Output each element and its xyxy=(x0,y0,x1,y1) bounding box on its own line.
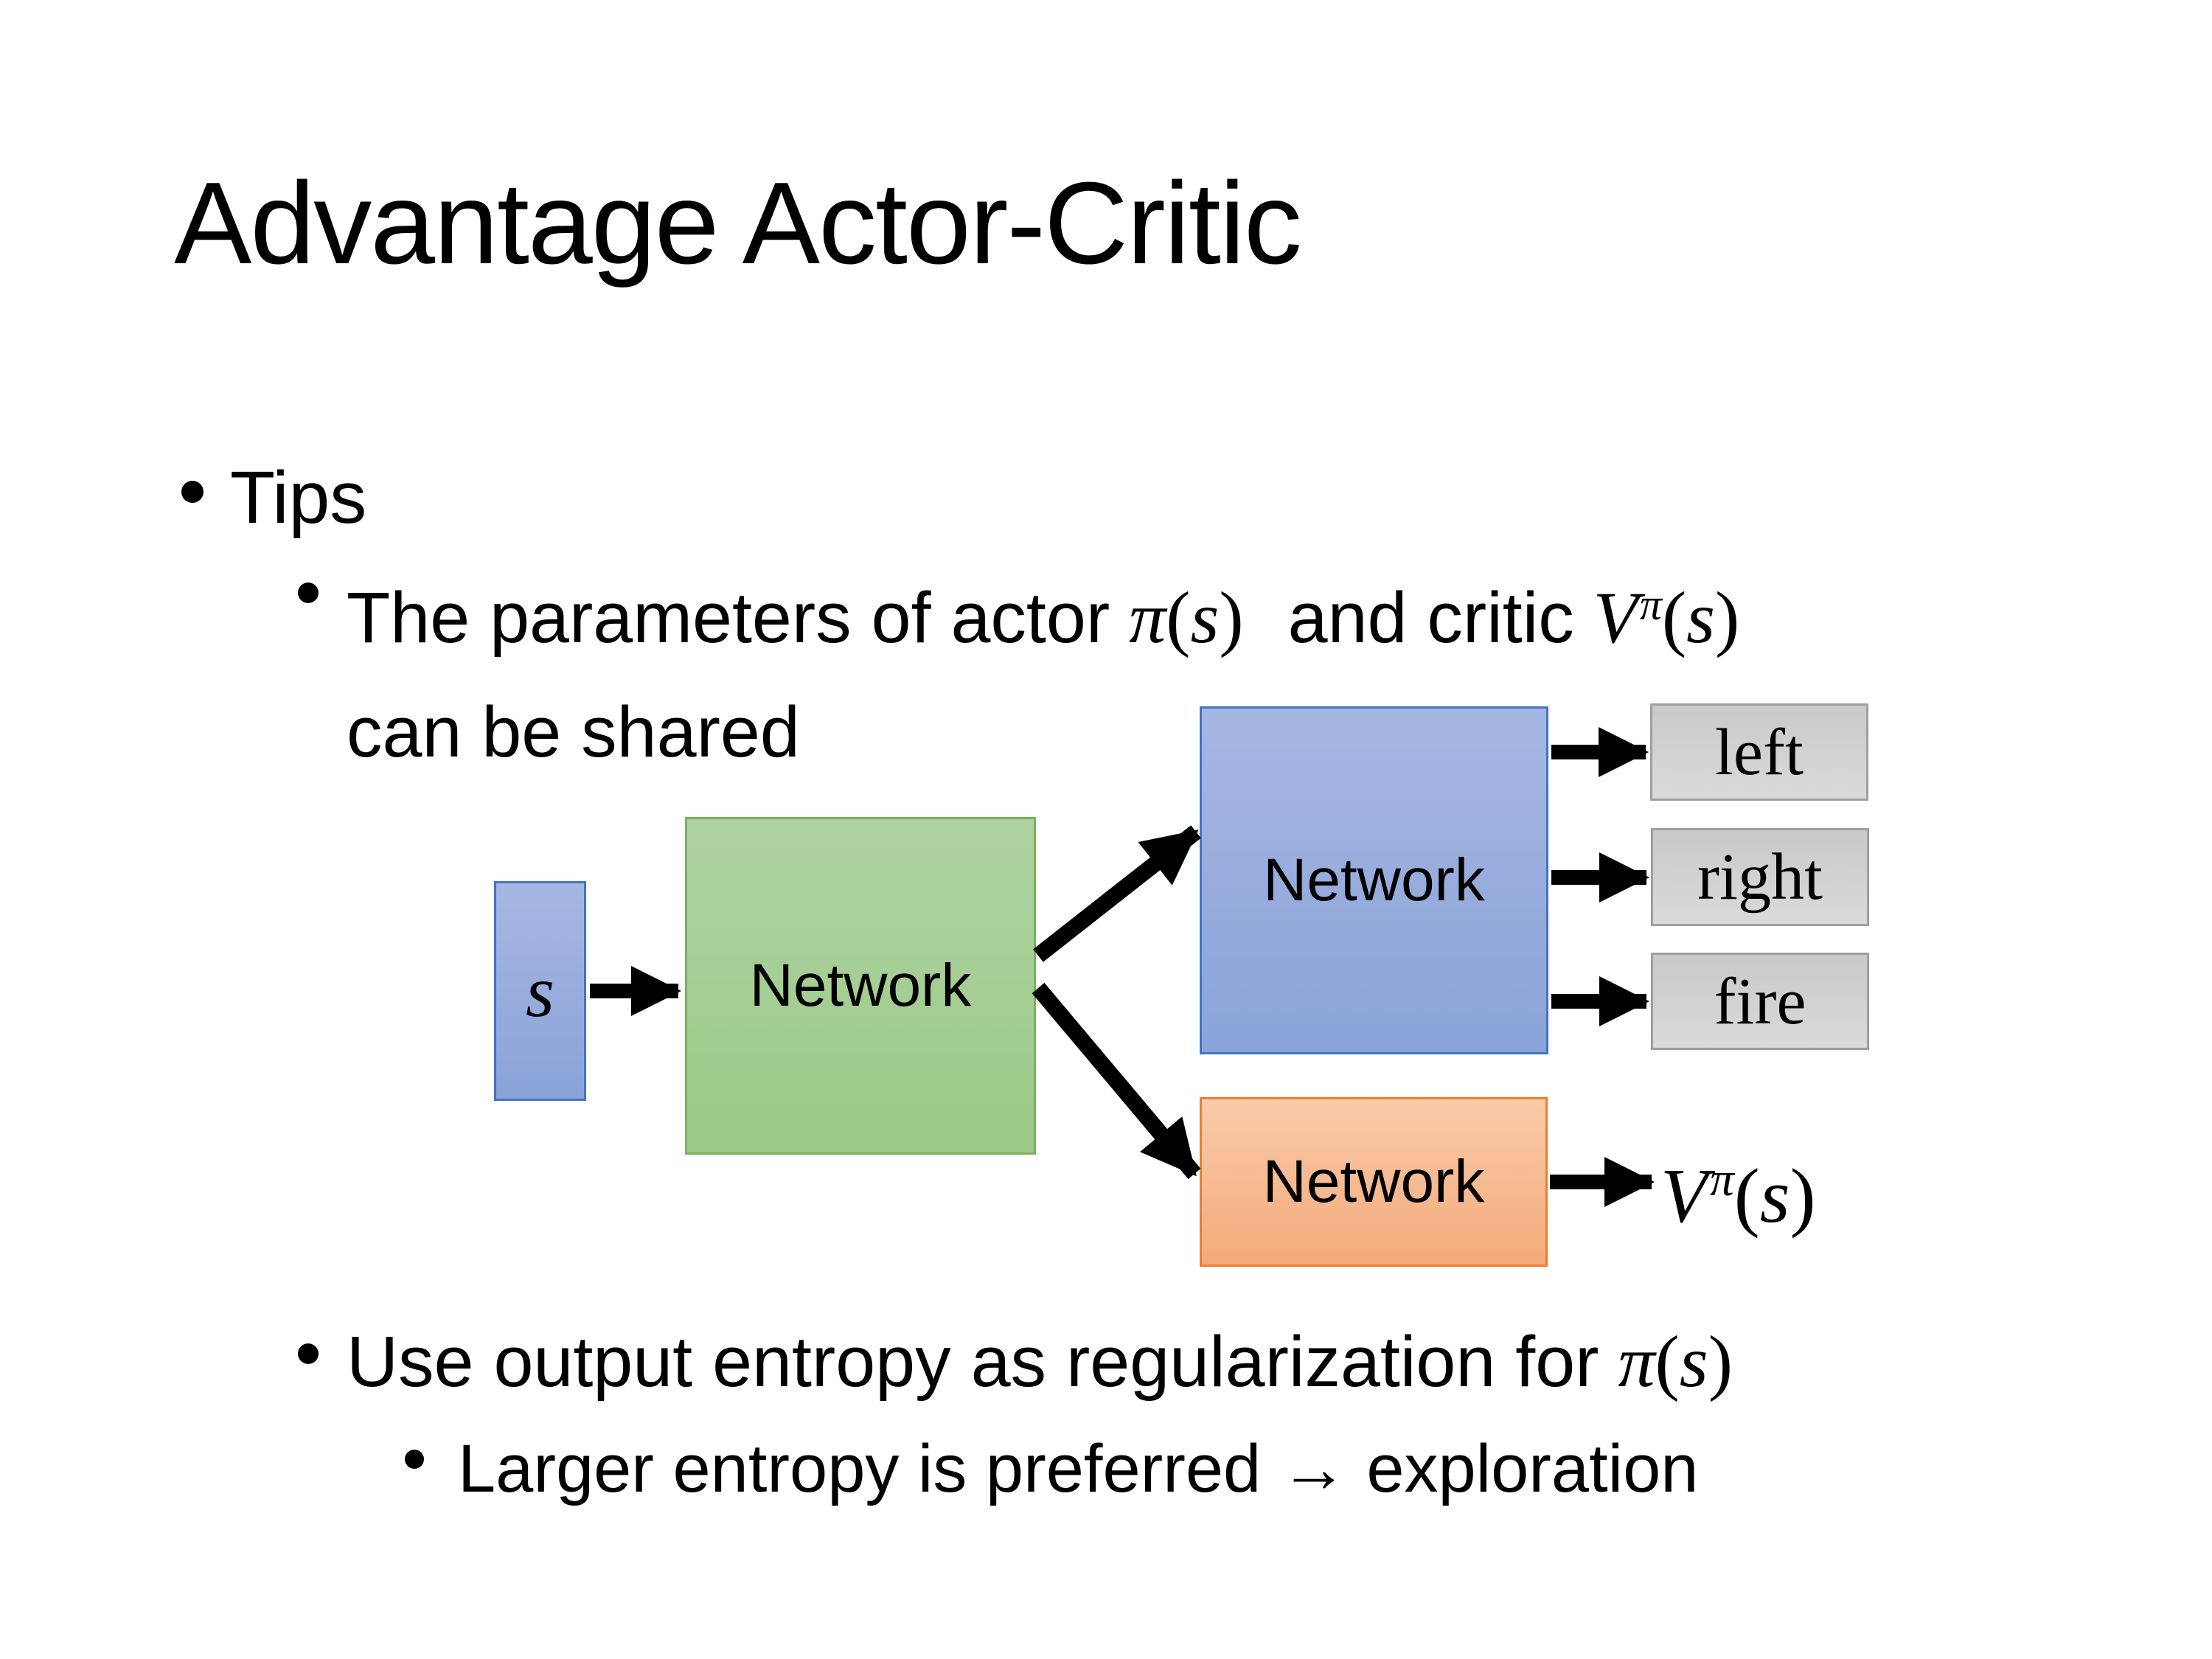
pi-symbol: π xyxy=(1129,577,1166,659)
bullet-icon xyxy=(298,1343,319,1364)
V-symbol: V xyxy=(1660,1152,1708,1239)
bullet-icon xyxy=(298,582,319,603)
page-title: Advantage Actor-Critic xyxy=(174,159,1302,288)
bullet-tips-label: Tips xyxy=(230,456,367,539)
paren-open: ( xyxy=(1655,1321,1680,1402)
paren-open: ( xyxy=(1661,577,1687,659)
s-symbol: s xyxy=(1759,1152,1790,1239)
action-box-right: right xyxy=(1651,828,1869,926)
shared-network-label: Network xyxy=(749,952,972,1019)
paren-close: ) xyxy=(1708,1321,1733,1402)
paren-close: ) xyxy=(1790,1152,1816,1239)
math-pi-of-s: π(s) xyxy=(1129,577,1244,658)
bullet-larger-entropy-label: Larger entropy is preferred → exploratio… xyxy=(458,1431,1699,1506)
bullet-parameters-line2: can be shared xyxy=(347,692,800,773)
action-box-fire: fire xyxy=(1651,953,1869,1050)
action-left-label: left xyxy=(1715,715,1804,789)
arrow-shared-to-actor-network xyxy=(1033,825,1201,962)
pi-superscript: π xyxy=(1640,580,1662,629)
pi-symbol: π xyxy=(1639,580,1662,629)
entropy-text-pre: Use output entropy as regularization for xyxy=(347,1321,1599,1402)
shared-network-box: Network xyxy=(685,817,1036,1155)
paren-open: ( xyxy=(1733,1152,1760,1239)
pi-superscript: π xyxy=(1710,1153,1734,1206)
actor-network-label: Network xyxy=(1263,846,1485,914)
bullet-entropy-text: Use output entropy as regularization for… xyxy=(293,1307,1733,1417)
bullet-tips: Tips xyxy=(177,442,366,553)
arrow-shared-to-critic-network xyxy=(1032,982,1201,1180)
paren-close: ) xyxy=(1715,577,1740,659)
bullet-larger-entropy: Larger entropy is preferred → exploratio… xyxy=(400,1416,1698,1523)
bullet-icon xyxy=(405,1450,424,1469)
value-output-label: Vπ(s) xyxy=(1660,1110,1816,1266)
critic-network-box: Network xyxy=(1200,1097,1548,1267)
action-fire-label: fire xyxy=(1714,964,1806,1038)
bullet-entropy: Use output entropy as regularization for… xyxy=(293,1307,1733,1417)
critic-network-label: Network xyxy=(1262,1148,1485,1215)
s-symbol: s xyxy=(1190,577,1220,659)
math-pi-of-s: π(s) xyxy=(1618,1321,1733,1402)
s-symbol: s xyxy=(1686,577,1716,659)
action-box-left: left xyxy=(1650,703,1868,801)
bullet-icon xyxy=(181,481,204,503)
action-right-label: right xyxy=(1697,841,1823,914)
pi-symbol: π xyxy=(1618,1321,1655,1402)
paren-open: ( xyxy=(1166,577,1191,659)
parameters-text-mid: and critic xyxy=(1287,577,1574,658)
state-box: s xyxy=(494,881,586,1101)
pi-symbol: π xyxy=(1710,1153,1734,1206)
state-label: s xyxy=(526,950,554,1032)
actor-network-box: Network xyxy=(1200,706,1548,1054)
s-symbol: s xyxy=(1679,1321,1708,1402)
V-symbol: V xyxy=(1593,577,1638,659)
paren-close: ) xyxy=(1219,577,1244,659)
math-V-pi-of-s: Vπ(s) xyxy=(1593,577,1740,658)
parameters-text-pre: The parameters of actor xyxy=(347,577,1110,658)
